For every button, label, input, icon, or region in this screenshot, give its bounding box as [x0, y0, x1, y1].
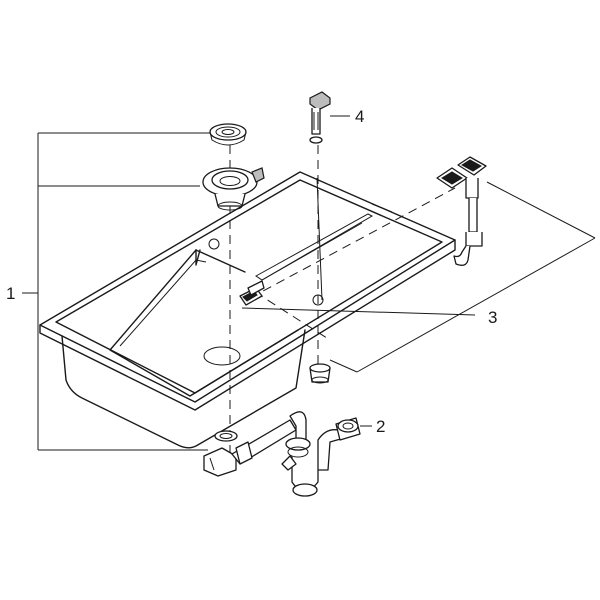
callout-3-bracket — [241, 181, 596, 373]
callout-1-bracket — [22, 132, 212, 451]
overflow-plate-icon — [239, 280, 265, 306]
outlet-gasket-icon — [214, 430, 238, 442]
drain-flange-icon — [202, 167, 265, 211]
valve-fitting-icon — [309, 363, 331, 384]
callout-1: 1 — [6, 284, 15, 303]
sink-body — [39, 171, 456, 449]
callout-4: 4 — [355, 107, 364, 126]
siphon-trap-icon — [203, 411, 372, 497]
overflow-unit-icon — [436, 156, 487, 266]
strainer-basket-icon — [209, 123, 247, 146]
callout-2: 2 — [376, 417, 385, 436]
callout-labels: 1 2 3 4 — [6, 107, 497, 436]
callout-3: 3 — [488, 308, 497, 327]
popup-knob-icon — [309, 91, 350, 144]
